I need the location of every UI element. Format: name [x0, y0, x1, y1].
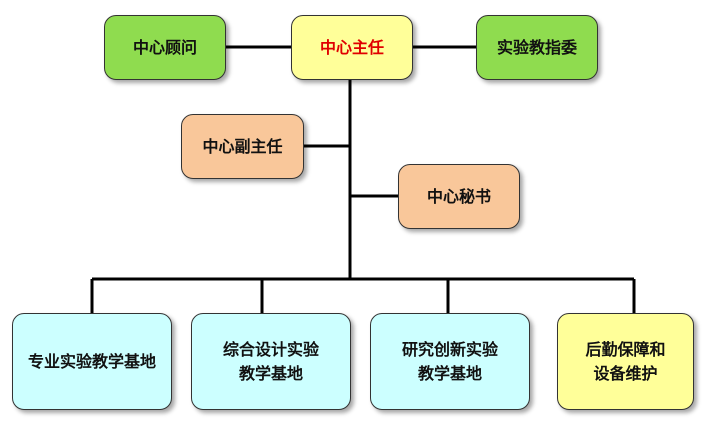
unit-research-innovation-base: 研究创新实验 教学基地 — [370, 313, 530, 410]
unit-research-label: 研究创新实验 教学基地 — [401, 340, 498, 383]
secretary-label: 中心秘书 — [426, 186, 491, 206]
unit-professional-label: 专业实验教学基地 — [27, 351, 156, 371]
unit-professional-base: 专业实验教学基地 — [12, 313, 172, 410]
director-node: 中心主任 — [291, 15, 413, 80]
advisor-node: 中心顾问 — [104, 15, 226, 80]
director-label: 中心主任 — [319, 37, 384, 57]
unit-comprehensive-design-base: 综合设计实验 教学基地 — [191, 313, 351, 410]
deputy-director-label: 中心副主任 — [202, 136, 283, 156]
unit-logistics-maintenance: 后勤保障和 设备维护 — [557, 313, 694, 410]
committee-node: 实验教指委 — [476, 15, 598, 80]
secretary-node: 中心秘书 — [398, 164, 520, 229]
deputy-director-node: 中心副主任 — [181, 114, 304, 179]
advisor-label: 中心顾问 — [132, 37, 197, 57]
unit-logistics-label: 后勤保障和 设备维护 — [585, 340, 666, 383]
unit-comprehensive-label: 综合设计实验 教学基地 — [222, 340, 319, 383]
committee-label: 实验教指委 — [496, 37, 577, 57]
